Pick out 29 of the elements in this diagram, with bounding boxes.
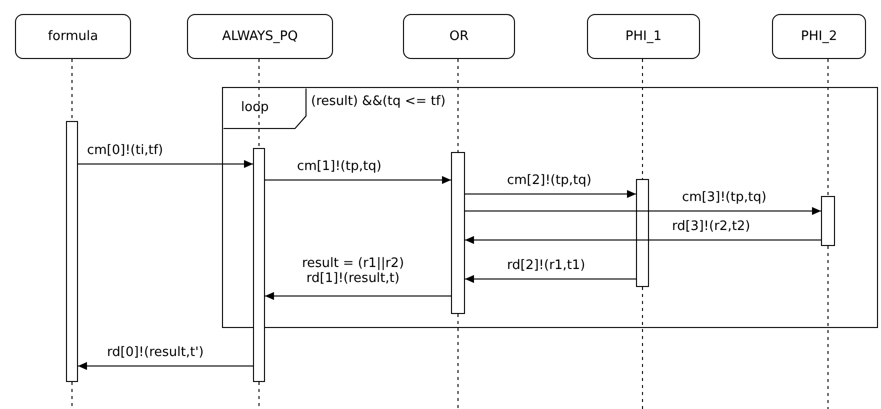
message-label: cm[1]!(tp,tq) [295, 159, 384, 174]
frame-operator: loop [241, 100, 269, 115]
loop-frame [222, 87, 878, 328]
message-arrow [464, 275, 636, 283]
participant-box: formula [15, 14, 131, 59]
activation-bar [821, 196, 835, 246]
activation-bar [66, 121, 78, 382]
participant-box: OR [403, 14, 515, 59]
activation-bar [636, 179, 649, 287]
message-label: rd[2]!(r1,t1) [505, 258, 588, 273]
message-arrow [464, 207, 822, 215]
lifeline [258, 58, 260, 148]
message-arrow [78, 160, 254, 168]
activation-bar [253, 148, 265, 382]
message-arrow [464, 190, 636, 198]
participant-box: PHI_1 [587, 14, 700, 59]
message-arrow [264, 292, 452, 300]
message-arrow [264, 176, 452, 184]
guard-condition: (result) &&(tq <= tf) [311, 94, 446, 109]
message-arrow [78, 362, 254, 370]
participant-box: ALWAYS_PQ [187, 14, 333, 59]
message-label: rd[0]!(result,t') [105, 345, 206, 360]
message-label: rd[3]!(r2,t2) [670, 219, 752, 234]
message-label: cm[2]!(tp,tq) [505, 173, 594, 188]
lifeline [642, 58, 643, 180]
activation-bar [451, 152, 465, 314]
message-arrow [464, 236, 822, 244]
message-label: cm[3]!(tp,tq) [680, 190, 768, 205]
participant-box: PHI_2 [772, 14, 866, 59]
